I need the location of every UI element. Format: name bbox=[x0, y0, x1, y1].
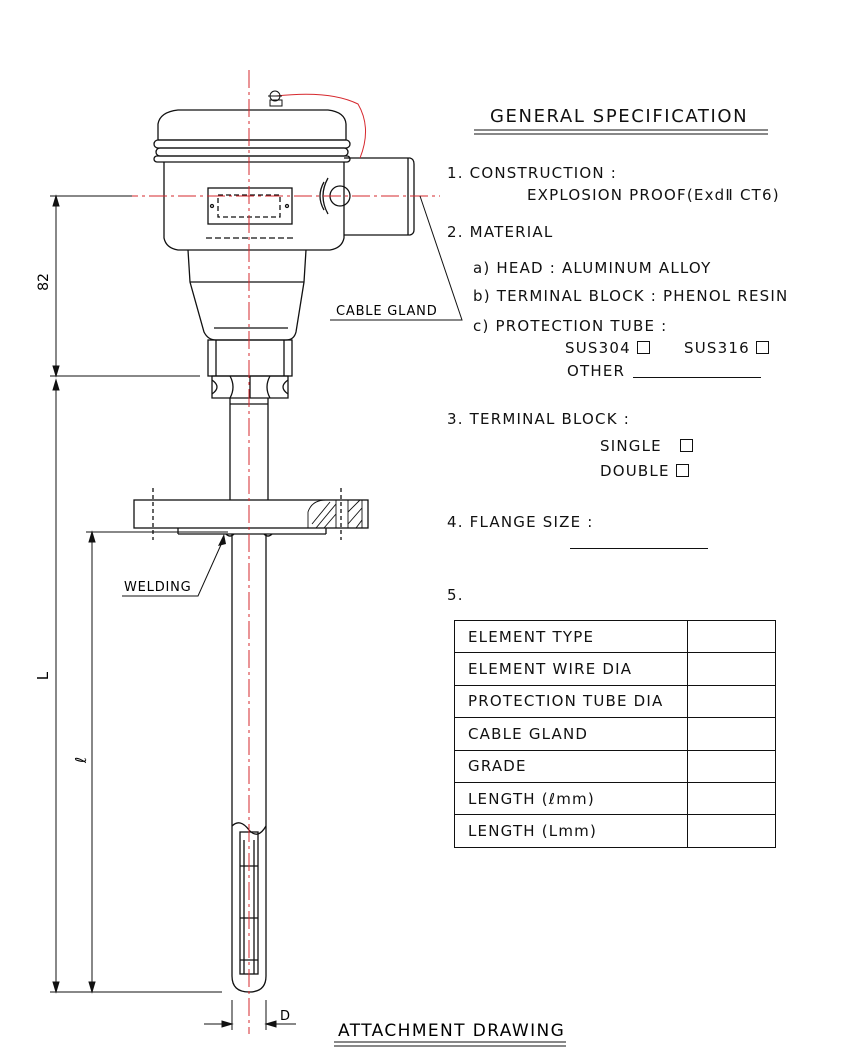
table-row-value[interactable] bbox=[687, 652, 776, 686]
material-protection-tube: c) PROTECTION TUBE : bbox=[473, 317, 668, 335]
table-row-value[interactable] bbox=[687, 781, 776, 816]
welding-leader bbox=[122, 537, 225, 597]
construction-value: EXPLOSION PROOF(ExdⅡ CT6) bbox=[527, 186, 780, 204]
dim-l-label: ℓ bbox=[72, 757, 90, 764]
material-terminal-block: b) TERMINAL BLOCK : PHENOL RESIN bbox=[473, 287, 789, 305]
table-row: GRADE bbox=[454, 749, 776, 783]
spec-table: ELEMENT TYPE ELEMENT WIRE DIA PROTECTION… bbox=[454, 619, 776, 848]
option-sus316-label: SUS316 bbox=[684, 339, 750, 357]
table-row-label: LENGTH (Lmm) bbox=[454, 814, 688, 848]
material-heading: 2. MATERIAL bbox=[447, 223, 554, 241]
option-sus316: SUS316 bbox=[684, 339, 769, 357]
table-row: PROTECTION TUBE DIA bbox=[454, 684, 776, 719]
cable-gland-leader bbox=[330, 195, 463, 321]
dim-L-label: L bbox=[34, 671, 52, 680]
option-sus304: SUS304 bbox=[565, 339, 650, 357]
centerlines bbox=[120, 70, 440, 1034]
dim-82-label: 82 bbox=[36, 273, 52, 291]
cable-entry-boss bbox=[344, 157, 415, 236]
terminal-single-label: SINGLE bbox=[600, 437, 662, 455]
head-ring-3 bbox=[153, 155, 351, 163]
construction-heading: 1. CONSTRUCTION : bbox=[447, 164, 617, 182]
hex-nut bbox=[211, 375, 289, 399]
terminal-single: SINGLE bbox=[600, 437, 693, 455]
dimensions bbox=[50, 194, 296, 1030]
terminal-double-label: DOUBLE bbox=[600, 462, 670, 480]
table-row: ELEMENT WIRE DIA bbox=[454, 652, 776, 686]
table-row-label: LENGTH (ℓmm) bbox=[454, 781, 688, 816]
option-other: OTHER bbox=[567, 361, 762, 380]
sus316-checkbox[interactable] bbox=[755, 341, 769, 354]
table-row-label: ELEMENT WIRE DIA bbox=[454, 652, 688, 686]
welding-label: WELDING bbox=[124, 580, 192, 595]
flange-size-heading: 4. FLANGE SIZE : bbox=[447, 513, 594, 531]
head-cover bbox=[157, 109, 347, 140]
table-row: LENGTH (ℓmm) bbox=[454, 781, 776, 816]
table-row: ELEMENT TYPE bbox=[454, 619, 776, 654]
table-row-value[interactable] bbox=[687, 814, 776, 848]
table-row-value[interactable] bbox=[687, 619, 776, 654]
earth-cable bbox=[275, 93, 366, 159]
double-checkbox[interactable] bbox=[675, 464, 689, 477]
single-checkbox[interactable] bbox=[679, 439, 693, 452]
terminal-block-heading: 3. TERMINAL BLOCK : bbox=[447, 410, 630, 428]
nameplate bbox=[207, 187, 293, 225]
table-row-label: PROTECTION TUBE DIA bbox=[454, 684, 688, 719]
head-ring-1 bbox=[153, 139, 351, 149]
table-row-value[interactable] bbox=[687, 749, 776, 783]
threaded-fitting bbox=[207, 339, 293, 377]
table-row-label: CABLE GLAND bbox=[454, 717, 688, 751]
head-body bbox=[163, 162, 345, 251]
table-row: LENGTH (Lmm) bbox=[454, 814, 776, 848]
table-row-label: GRADE bbox=[454, 749, 688, 783]
head-ring-2 bbox=[155, 147, 349, 157]
table-row-label: ELEMENT TYPE bbox=[454, 619, 688, 654]
material-head: a) HEAD : ALUMINUM ALLOY bbox=[473, 259, 712, 277]
terminal-double: DOUBLE bbox=[600, 462, 689, 480]
flange-size-blank-field[interactable] bbox=[570, 534, 708, 549]
cable-gland-label: CABLE GLAND bbox=[336, 304, 438, 319]
table-row: CABLE GLAND bbox=[454, 717, 776, 751]
footer-title: ATTACHMENT DRAWING bbox=[338, 1021, 565, 1041]
flange-section-hatch bbox=[307, 499, 363, 529]
option-sus304-label: SUS304 bbox=[565, 339, 631, 357]
table-row-value[interactable] bbox=[687, 684, 776, 719]
flange bbox=[133, 499, 369, 529]
item-5-heading: 5. bbox=[447, 586, 464, 604]
spec-title: GENERAL SPECIFICATION bbox=[490, 106, 749, 127]
dim-D-label: D bbox=[280, 1009, 290, 1024]
option-other-label: OTHER bbox=[567, 362, 626, 380]
sus304-checkbox[interactable] bbox=[636, 341, 650, 354]
head-neck bbox=[187, 249, 307, 341]
other-blank-field[interactable] bbox=[633, 361, 762, 378]
table-row-value[interactable] bbox=[687, 717, 776, 751]
